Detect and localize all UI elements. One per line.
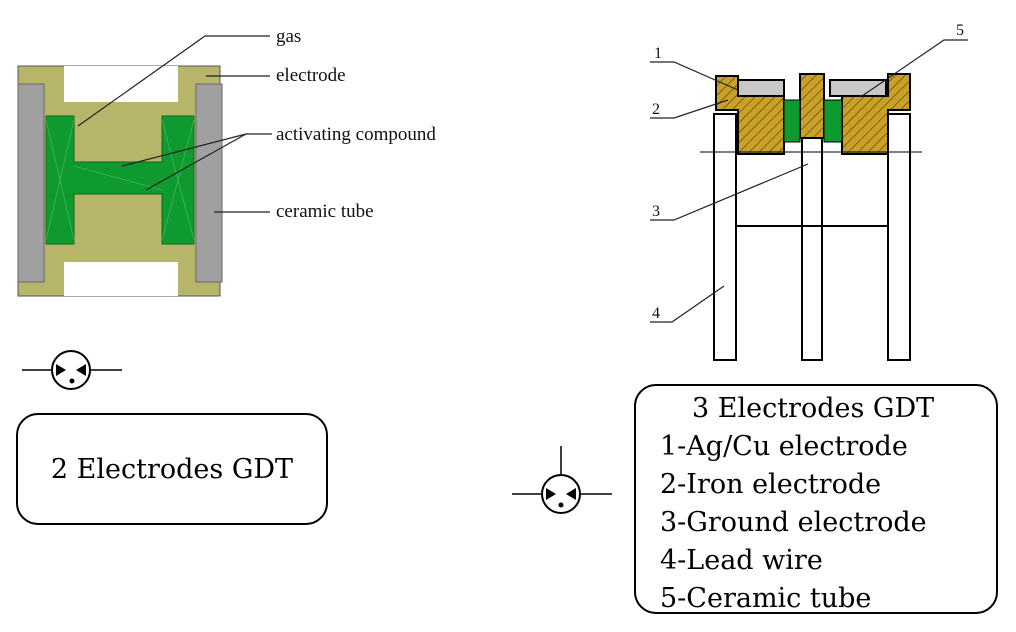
right-leader-lines	[650, 39, 968, 323]
legend-item-1: 1-Ag/Cu electrode	[660, 431, 908, 462]
lead-wire-center	[801, 133, 823, 361]
agcu-electrode-left	[737, 79, 785, 97]
gas-gap-top	[64, 66, 178, 102]
legend-item-5: 5-Ceramic tube	[660, 583, 872, 614]
two-electrode-title: 2 Electrodes GDT	[50, 453, 294, 485]
label-activating-compound: activating compound	[276, 124, 436, 145]
legend-item-2: 2-Iron electrode	[660, 469, 882, 500]
lead-wire-right	[887, 113, 911, 361]
callout-1: 1	[654, 45, 662, 62]
left-leader-lines	[77, 35, 272, 213]
callout-4: 4	[652, 305, 660, 322]
agcu-electrode-right	[829, 79, 887, 97]
lead-wire-left	[713, 113, 737, 361]
label-gas: gas	[276, 26, 301, 47]
callout-2: 2	[652, 101, 660, 118]
label-electrode: electrode	[276, 65, 346, 86]
ceramic-tube-right	[195, 83, 223, 283]
two-electrode-cross-section	[17, 65, 223, 297]
legend-item-4: 4-Lead wire	[660, 545, 823, 576]
gas-gap-bottom	[64, 262, 178, 296]
three-electrode-cross-section	[700, 73, 922, 361]
activating-compound	[45, 115, 195, 245]
callout-5: 5	[956, 22, 964, 39]
three-electrode-legend-box: 3 Electrodes GDT 1-Ag/Cu electrode 2-Iro…	[634, 384, 998, 614]
ground-electrode	[799, 73, 825, 139]
three-electrode-symbol	[512, 446, 612, 514]
callout-3: 3	[652, 203, 660, 220]
two-electrode-caption-box: 2 Electrodes GDT	[16, 413, 328, 525]
legend-item-3: 3-Ground electrode	[660, 507, 927, 538]
label-ceramic-tube: ceramic tube	[276, 201, 374, 222]
three-electrode-title: 3 Electrodes GDT	[692, 393, 935, 424]
two-electrode-symbol	[22, 350, 122, 390]
ceramic-tube-left	[17, 83, 45, 283]
